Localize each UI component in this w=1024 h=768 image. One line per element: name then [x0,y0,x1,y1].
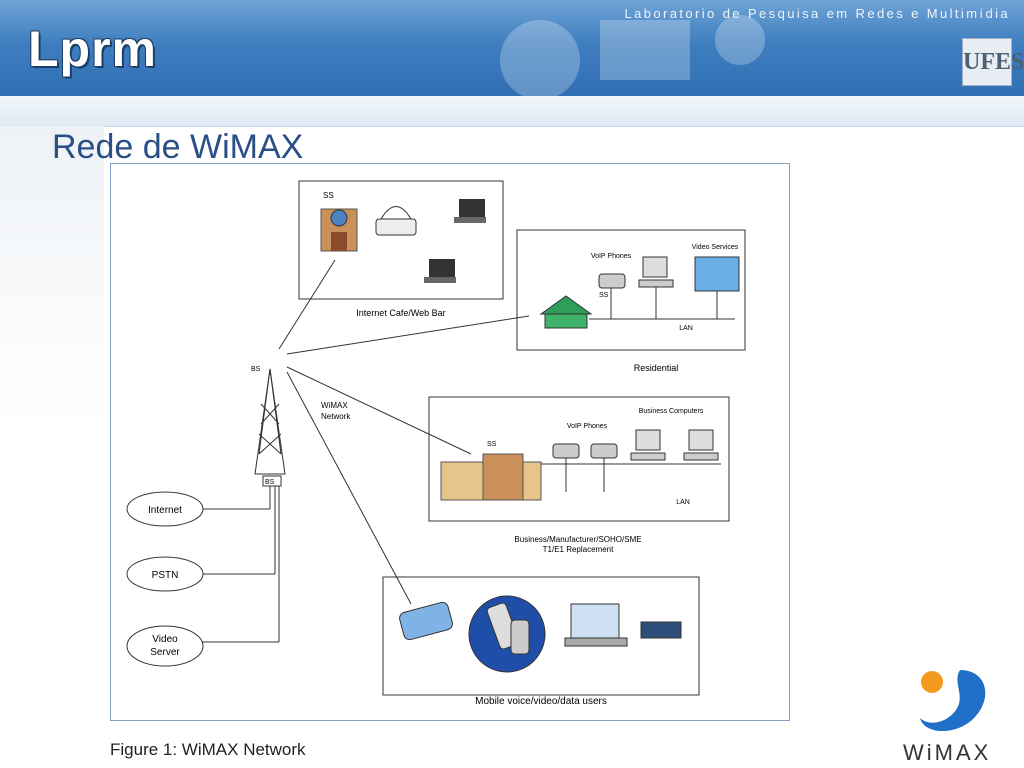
bs-label-bottom: BS [265,479,275,486]
business-label-2: T1/E1 Replacement [543,545,614,554]
video-label-1: Video [152,634,178,645]
pc-icon-biz-1 [630,429,666,461]
residential-ss-label: SS [599,292,609,299]
wireless-links [201,259,530,643]
pstn-cloud-icon [126,556,204,592]
business-box [428,396,730,522]
mobile-laptop-icon [564,603,682,647]
wimax-network-label-2: Network [321,412,351,421]
router-icon [375,206,417,236]
mobile-users-label: Mobile voice/video/data users [475,696,607,707]
lab-name: Laboratorio de Pesquisa em Redes e Multi… [624,6,1010,21]
phones-globe-icon [468,595,546,673]
cafe-ss-label: SS [323,191,334,200]
business-building-icon [440,453,542,501]
business-ss-label: SS [487,441,497,448]
tv-icon [694,256,740,319]
voip-label-biz: VoIP Phones [567,423,608,430]
business-computers-label: Business Computers [639,408,704,415]
wimax-brand: WiMAX [903,740,992,765]
voip-phone-icon-biz-2 [590,443,618,492]
pda-icon [399,601,453,641]
wimax-network-label-1: WiMAX [321,401,348,410]
slide-title: Rede de WiMAX [52,128,304,166]
internet-cafe-label: Internet Cafe/Web Bar [356,308,445,318]
bs-label-top: BS [251,366,261,373]
network-diagram: SS Internet Cafe/Web Bar SS VoIP Phones [126,180,746,707]
header-decoration [500,15,765,96]
residential-box [516,229,746,351]
voip-label-res: VoIP Phones [591,253,632,260]
video-label-2: Server [150,647,180,658]
business-label-1: Business/Manufacturer/SOHO/SME [514,535,641,544]
laptop-icon-1 [454,199,486,223]
cafe-building-icon [320,208,358,252]
pstn-label: PSTN [152,570,179,581]
header-subbar [0,96,1024,127]
voip-phone-icon-res [598,273,626,319]
header-banner: Lprm Laboratorio de Pesquisa em Redes e … [0,0,1024,96]
wimax-logo-icon [920,670,986,732]
pc-icon-res [638,256,674,319]
ufes-logo: UFES [962,38,1024,86]
figure-caption: Figure 1: WiMAX Network [110,740,306,759]
voip-phone-icon-biz-1 [552,443,580,492]
video-server-cloud-icon [126,625,204,667]
wimax-network-figure: SS Internet Cafe/Web Bar SS VoIP Phones [110,163,790,721]
lprm-logo: Lprm [28,21,157,77]
lan-label-res: LAN [679,325,693,332]
lan-label-biz: LAN [676,499,690,506]
internet-cloud-icon [126,491,204,527]
side-decoration [0,126,104,426]
internet-cafe-box [298,180,504,300]
bs-tower-icon [254,368,286,487]
residential-label: Residential [634,363,679,373]
laptop-icon-2 [424,259,456,283]
pc-icon-biz-2 [683,429,719,461]
video-services-label: Video Services [692,244,739,251]
house-icon [539,295,593,329]
internet-label: Internet [148,505,182,516]
mobile-users-box [382,576,700,696]
